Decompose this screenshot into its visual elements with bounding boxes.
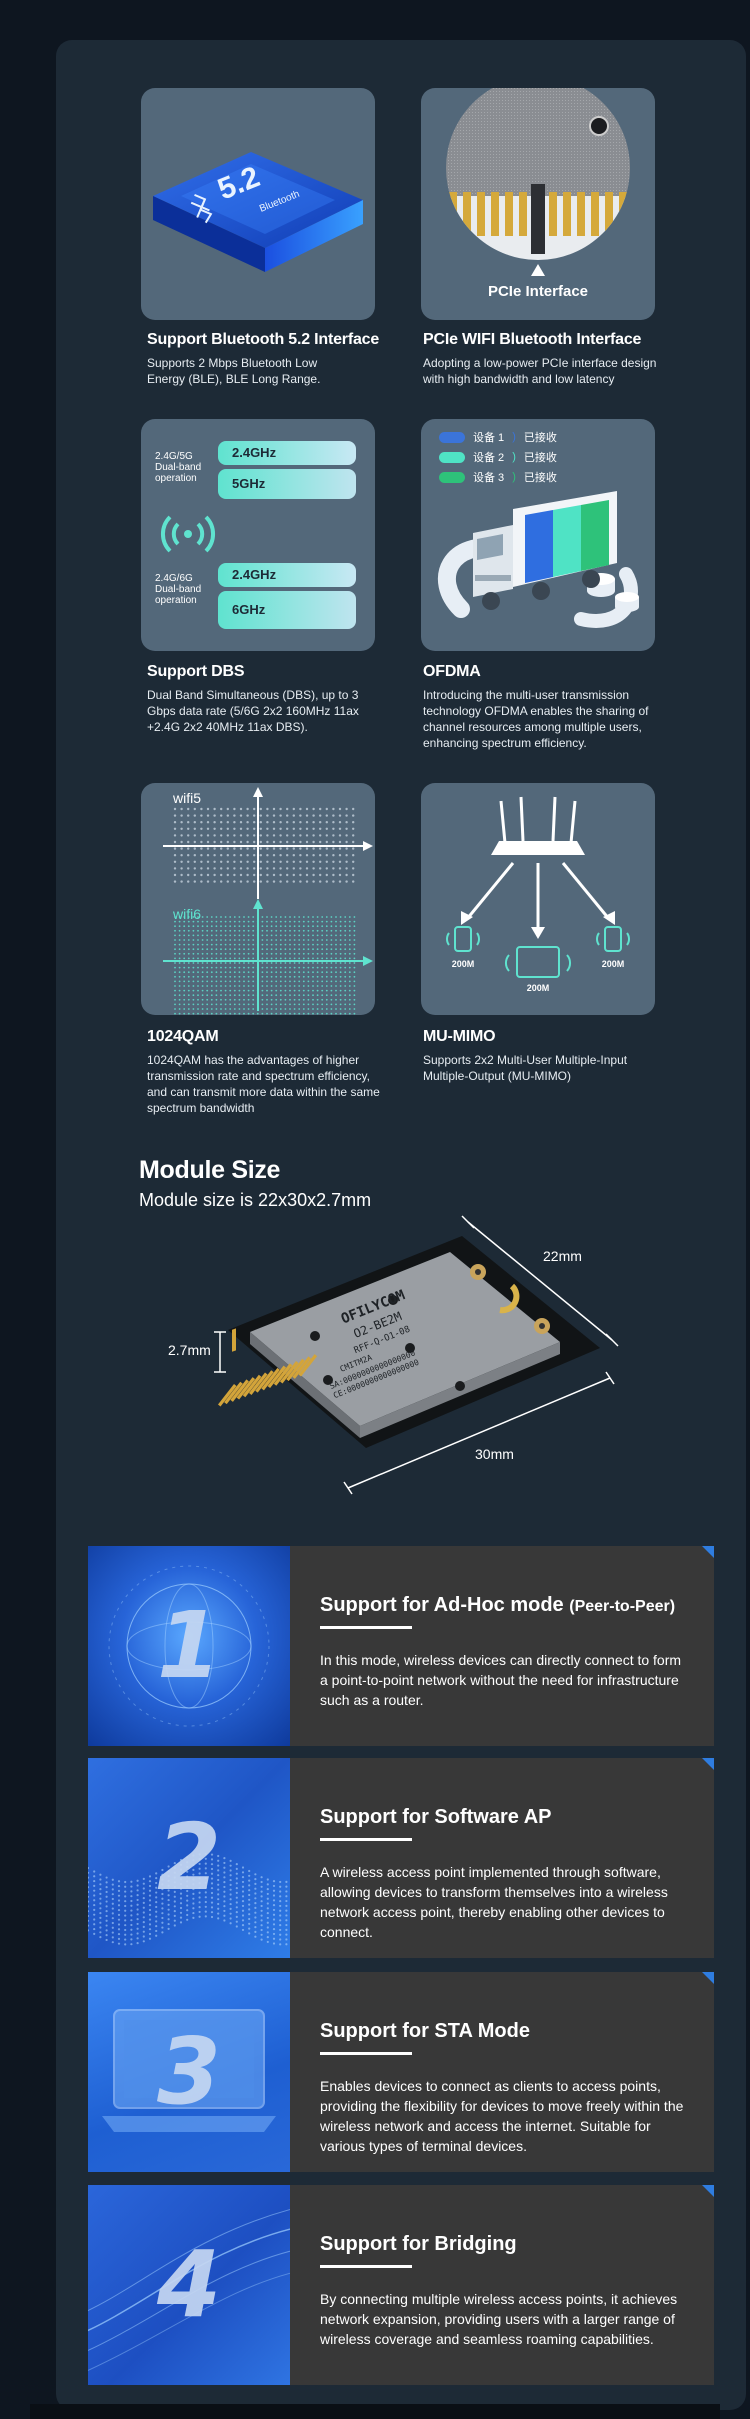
bluetooth-chip-illustration: 5.2 Bluetooth [153, 152, 363, 272]
pcie-image-label: PCIe Interface [488, 283, 588, 300]
dbs-group-label-1: 2.4G/5G Dual-band operation [155, 451, 202, 484]
legend-status: 已接收 [523, 432, 557, 444]
support-title: Support for Ad-Hoc mode (Peer-to-Peer) [320, 1594, 675, 1617]
signal-icon: ) [512, 431, 516, 443]
qam-label-wifi6: wifi6 [172, 906, 201, 922]
legend-device: 设备 2 [473, 452, 505, 464]
ofdma-legend-2: 设备 2 ) 已接收 [439, 449, 557, 465]
feature-title-qam: 1024QAM [147, 1028, 219, 1045]
corner-accent [702, 2185, 714, 2197]
dbs-band-5g: 5GHz [218, 469, 356, 499]
support-desc: A wireless access point implemented thro… [320, 1864, 668, 1940]
legend-status: 已接收 [523, 452, 557, 464]
support-title-main: Support for Ad-Hoc mode [320, 1594, 564, 1616]
feature-title-ofdma: OFDMA [423, 663, 481, 680]
bluetooth-card: 5.2 Bluetooth [141, 88, 375, 320]
dim-width-label: 22mm [543, 1248, 582, 1264]
feature-desc-mumimo: Supports 2x2 Multi-User Multiple-Input M… [423, 1053, 628, 1083]
support-number: 2 [156, 1804, 221, 1911]
bottom-bar [30, 2404, 720, 2419]
feature-desc-pcie: Adopting a low-power PCIe interface desi… [423, 356, 657, 386]
dim-length-label: 30mm [475, 1446, 514, 1462]
feature-title-dbs: Support DBS [147, 663, 245, 680]
light-streaks-icon [88, 2209, 290, 2371]
legend-status: 已接收 [523, 472, 557, 484]
support-image: 4 [88, 2185, 290, 2385]
module-illustration: OFILYCOM O2-BE2M RFF-Q-O1-08 CMITM2A SA:… [214, 1215, 619, 1495]
dim-height-label: 2.7mm [168, 1342, 211, 1358]
signal-icon: ) [512, 451, 516, 463]
feature-desc-bluetooth: Supports 2 Mbps Bluetooth Low Energy (BL… [147, 356, 321, 386]
mimo-speed-center: 200M [527, 983, 550, 993]
support-title: Support for Bridging [320, 2233, 517, 2255]
support-number: 3 [156, 2018, 221, 2125]
title-underline [320, 1838, 412, 1841]
signal-icon: ) [512, 471, 516, 483]
support-desc: By connecting multiple wireless access p… [320, 2291, 678, 2347]
ofdma-card: 设备 1 ) 已接收 设备 2 ) 已接收 设备 3 ) 已接收 [421, 419, 655, 651]
legend-device: 设备 1 [473, 432, 505, 444]
feature-desc-qam: 1024QAM has the advantages of higher tra… [147, 1053, 380, 1115]
support-desc: In this mode, wireless devices can direc… [320, 1652, 682, 1708]
legend-swatch [439, 451, 465, 463]
support-desc: Enables devices to connect as clients to… [320, 2078, 684, 2154]
legend-swatch [439, 471, 465, 483]
feature-title-mumimo: MU-MIMO [423, 1028, 496, 1045]
laptop-icon [102, 2009, 276, 2132]
title-underline [320, 2052, 412, 2055]
title-underline [320, 1626, 412, 1629]
mumimo-router-illustration: 200M 200M 200M [446, 796, 630, 993]
globe-network-icon [108, 1565, 270, 1727]
support-row-sta: 3 Support for STA Mode Enables devices t… [88, 1972, 714, 2172]
support-number: 4 [156, 2231, 221, 2338]
dbs-band-2g-b: 2.4GHz [218, 563, 356, 587]
router-icon [491, 841, 585, 855]
support-title-suffix: (Peer-to-Peer) [569, 1598, 676, 1615]
dbs-band-6g: 6GHz [218, 591, 356, 629]
ofdma-legend-3: 设备 3 ) 已接收 [439, 469, 557, 485]
legend-swatch [439, 431, 465, 443]
feature-title-bluetooth: Support Bluetooth 5.2 Interface [147, 331, 380, 348]
support-image: 3 [88, 1972, 290, 2172]
mimo-speed-right: 200M [602, 959, 625, 969]
support-image: 1 [88, 1546, 290, 1746]
support-title: Support for Software AP [320, 1806, 552, 1828]
ofdma-truck-illustration [437, 491, 639, 628]
dbs-group-label-2: 2.4G/6G Dual-band operation [155, 573, 202, 606]
dbs-card: 2.4G/5G Dual-band operation 2.4GHz 5GHz … [141, 419, 375, 651]
support-row-softap: 2 Support for Software AP A wireless acc… [88, 1758, 714, 1958]
dotted-wave-icon [88, 1852, 288, 1946]
feature-desc-dbs: Dual Band Simultaneous (DBS), up to 3 Gb… [147, 688, 359, 734]
support-row-adhoc: 1 Support for Ad-Hoc mode (Peer-to-Peer)… [88, 1546, 714, 1746]
qam-label-wifi5: wifi5 [172, 790, 201, 806]
qam-card: wifi5 wifi6 [141, 783, 375, 1015]
ofdma-legend-1: 设备 1 ) 已接收 [439, 429, 557, 445]
title-underline [320, 2265, 412, 2268]
mumimo-card: 200M 200M 200M [421, 783, 655, 1015]
mimo-speed-left: 200M [452, 959, 475, 969]
pcie-connector-illustration: PCIe Interface [446, 88, 630, 300]
pcie-card: PCIe Interface [421, 88, 655, 320]
feature-title-pcie: PCIe WIFI Bluetooth Interface [423, 331, 642, 348]
qam-constellation-illustration: wifi5 wifi6 [163, 787, 373, 1015]
triangle-up-icon [531, 264, 545, 276]
corner-accent [702, 1758, 714, 1770]
dbs-band-2g-a: 2.4GHz [218, 441, 356, 465]
module-size-title: Module Size [139, 1156, 281, 1184]
support-number: 1 [156, 1592, 221, 1699]
support-image: 2 [88, 1758, 290, 1958]
module-size-subtitle: Module size is 22x30x2.7mm [139, 1190, 372, 1210]
feature-desc-ofdma: Introducing the multi-user transmission … [423, 688, 649, 750]
legend-device: 设备 3 [473, 472, 505, 484]
corner-accent [702, 1546, 714, 1558]
wireless-signal-icon [160, 515, 216, 553]
corner-accent [702, 1972, 714, 1984]
support-row-bridging: 4 Support for Bridging By connecting mul… [88, 2185, 714, 2385]
support-title: Support for STA Mode [320, 2020, 530, 2042]
